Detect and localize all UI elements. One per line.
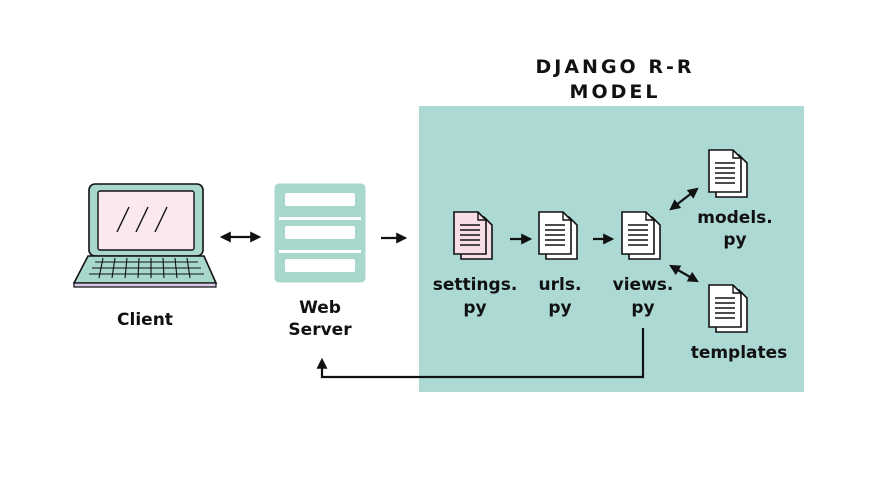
settings-document-icon xyxy=(453,211,493,260)
views-templates-arrow xyxy=(669,264,699,283)
urls-label-line1: urls. xyxy=(538,275,582,295)
urls-document-icon xyxy=(538,211,578,260)
templates-label: templates xyxy=(690,343,788,363)
response-return-arrow xyxy=(316,328,645,379)
views-models-arrow xyxy=(669,187,699,211)
views-label-line2: py xyxy=(631,298,655,318)
settings-label-line1: settings. xyxy=(432,275,518,295)
views-label-line1: views. xyxy=(612,275,674,295)
models-label-line2: py xyxy=(723,230,747,250)
diagram-title-line2: MODEL xyxy=(569,81,661,103)
server-icon xyxy=(274,183,366,283)
web-server-label-line2: Server xyxy=(288,320,352,340)
laptop-icon xyxy=(72,183,218,288)
urls-label-line2: py xyxy=(548,298,572,318)
client-label: Client xyxy=(117,310,173,330)
views-document-icon xyxy=(621,211,661,260)
web-server-label-line1: Web xyxy=(299,298,341,318)
templates-document-icon xyxy=(708,284,748,333)
models-label-line1: models. xyxy=(697,208,773,228)
diagram-title-line1: DJANGO R-R xyxy=(535,56,695,78)
models-document-icon xyxy=(708,149,748,198)
settings-label-line2: py xyxy=(463,298,487,318)
